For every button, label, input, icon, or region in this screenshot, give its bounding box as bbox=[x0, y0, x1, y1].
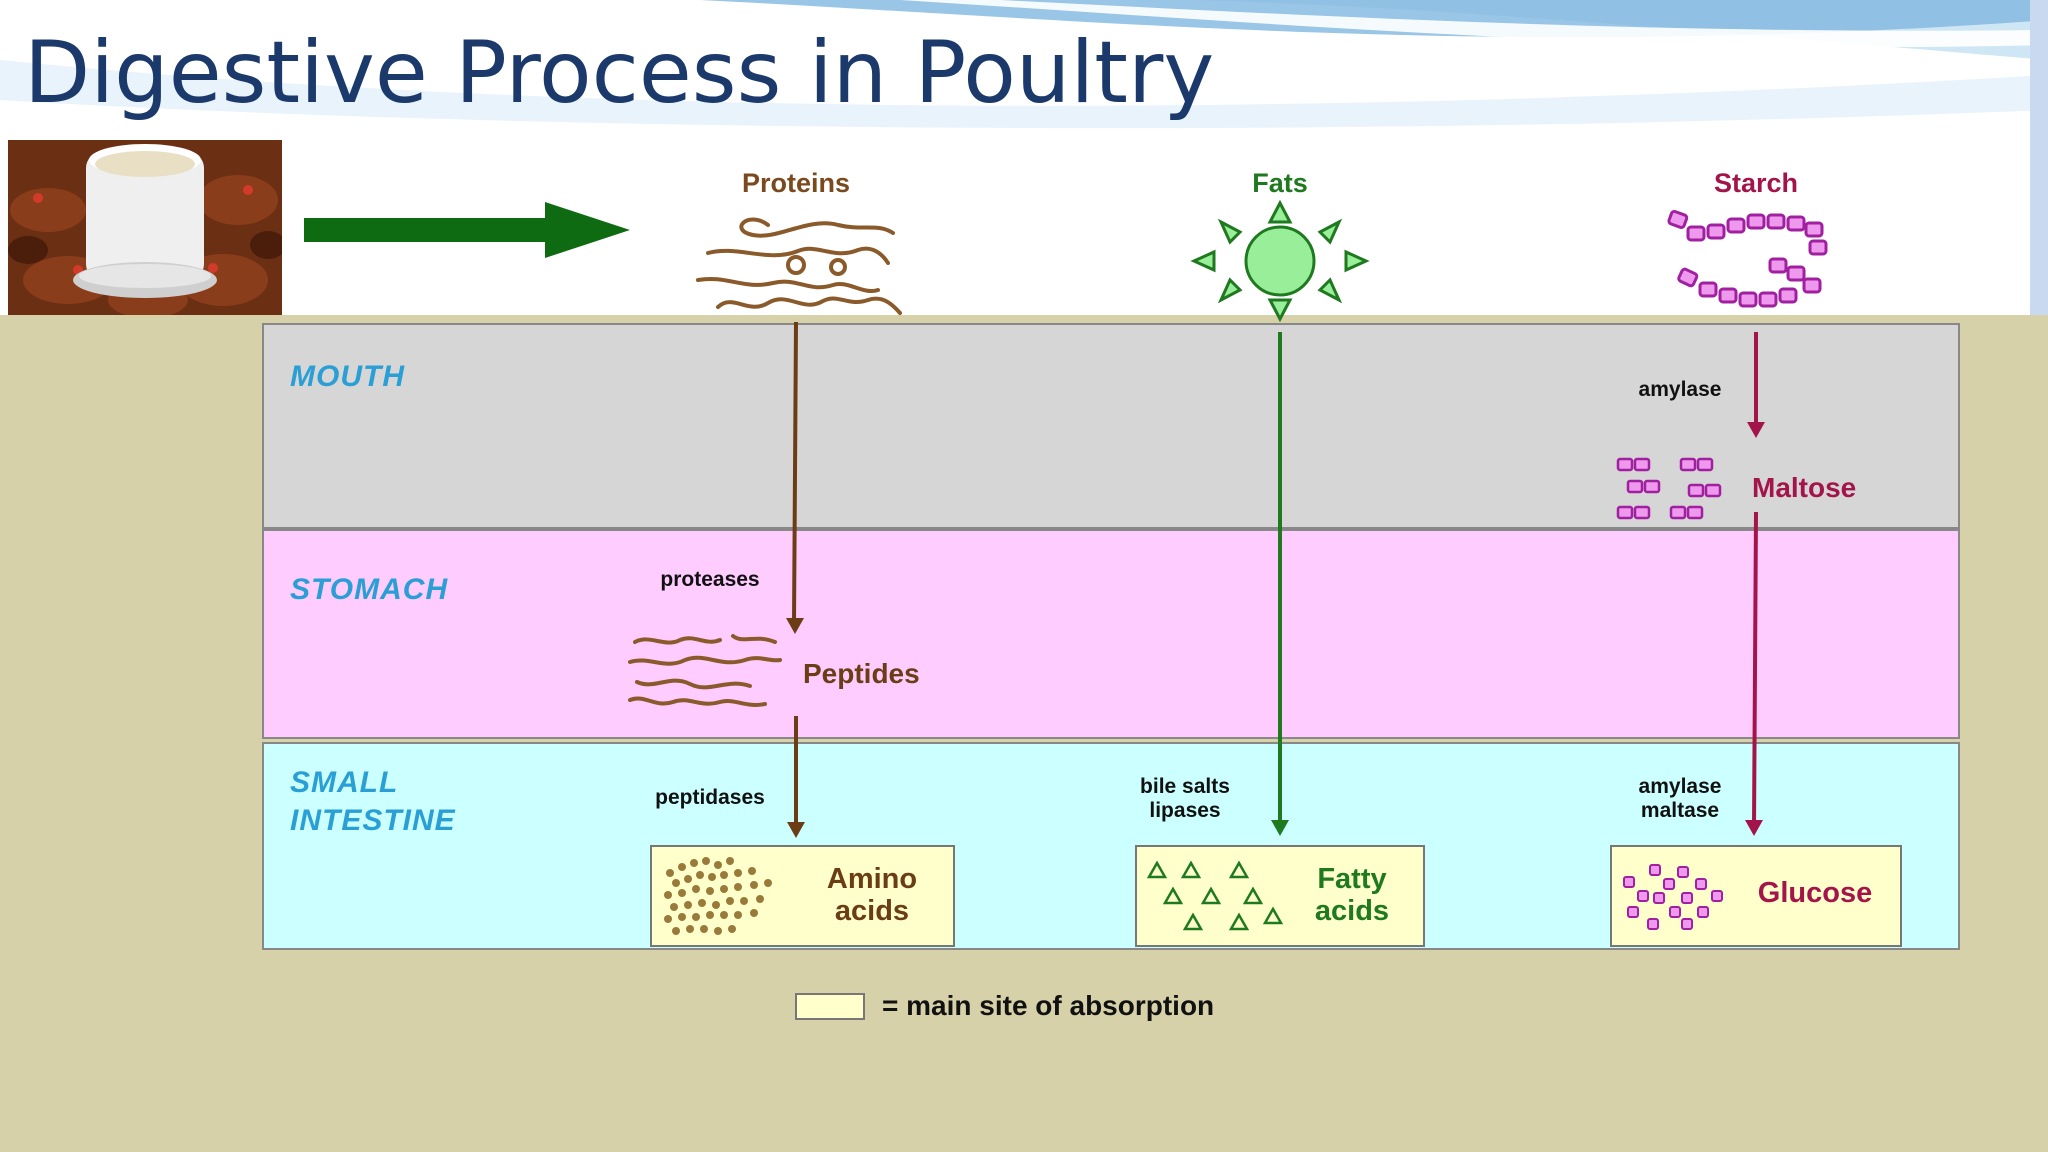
slide-title: Digestive Process in Poultry bbox=[24, 23, 1215, 123]
stomach-zone bbox=[262, 529, 1960, 739]
peptides-label: Peptides bbox=[803, 658, 920, 689]
glucose-box: Glucose bbox=[1610, 845, 1902, 947]
starch-chain-icon bbox=[1667, 209, 1828, 308]
stomach-label: STOMACH bbox=[290, 573, 449, 606]
protein-chain-icon bbox=[696, 217, 902, 315]
legend-swatch bbox=[795, 993, 865, 1020]
green-arrow bbox=[304, 202, 630, 258]
legend-text: = main site of absorption bbox=[882, 990, 1215, 1021]
amino-acids-label: Amino acids bbox=[826, 863, 918, 927]
amino-acids-box: Amino acids bbox=[650, 845, 955, 947]
peptides-icon bbox=[628, 634, 782, 707]
proteins-label: Proteins bbox=[741, 168, 851, 198]
fatty-acids-box: Fatty acids bbox=[1135, 845, 1425, 947]
fatty-acids-label: Fatty acids bbox=[1314, 863, 1390, 927]
mouth-zone bbox=[262, 323, 1960, 529]
fats-label: Fats bbox=[1252, 168, 1308, 198]
small-intestine-label: SMALL INTESTINE bbox=[290, 766, 456, 837]
header-background bbox=[0, 0, 2048, 315]
chicken-feeder-photo bbox=[8, 140, 282, 315]
glucose-label: Glucose bbox=[1757, 877, 1873, 909]
proteases-label: proteases bbox=[660, 568, 760, 591]
amylase-maltase-label: amylase maltase bbox=[1638, 775, 1722, 822]
fat-sun-icon bbox=[1190, 200, 1370, 322]
protein-flow-arrow bbox=[792, 321, 798, 828]
starch-label: Starch bbox=[1713, 168, 1799, 198]
starch-flow-arrow bbox=[1752, 332, 1758, 827]
fatty-acids-triangles-icon bbox=[1146, 860, 1284, 931]
amylase-mouth-label: amylase bbox=[1638, 378, 1722, 401]
maltose-label: Maltose bbox=[1752, 472, 1857, 503]
amino-acids-dots-icon bbox=[664, 857, 772, 935]
maltose-icon bbox=[1616, 457, 1722, 520]
glucose-icon bbox=[1623, 864, 1723, 930]
peptidases-label: peptidases bbox=[655, 786, 765, 809]
mouth-label: MOUTH bbox=[290, 360, 405, 393]
bile-lipases-label: bile salts lipases bbox=[1140, 775, 1230, 822]
